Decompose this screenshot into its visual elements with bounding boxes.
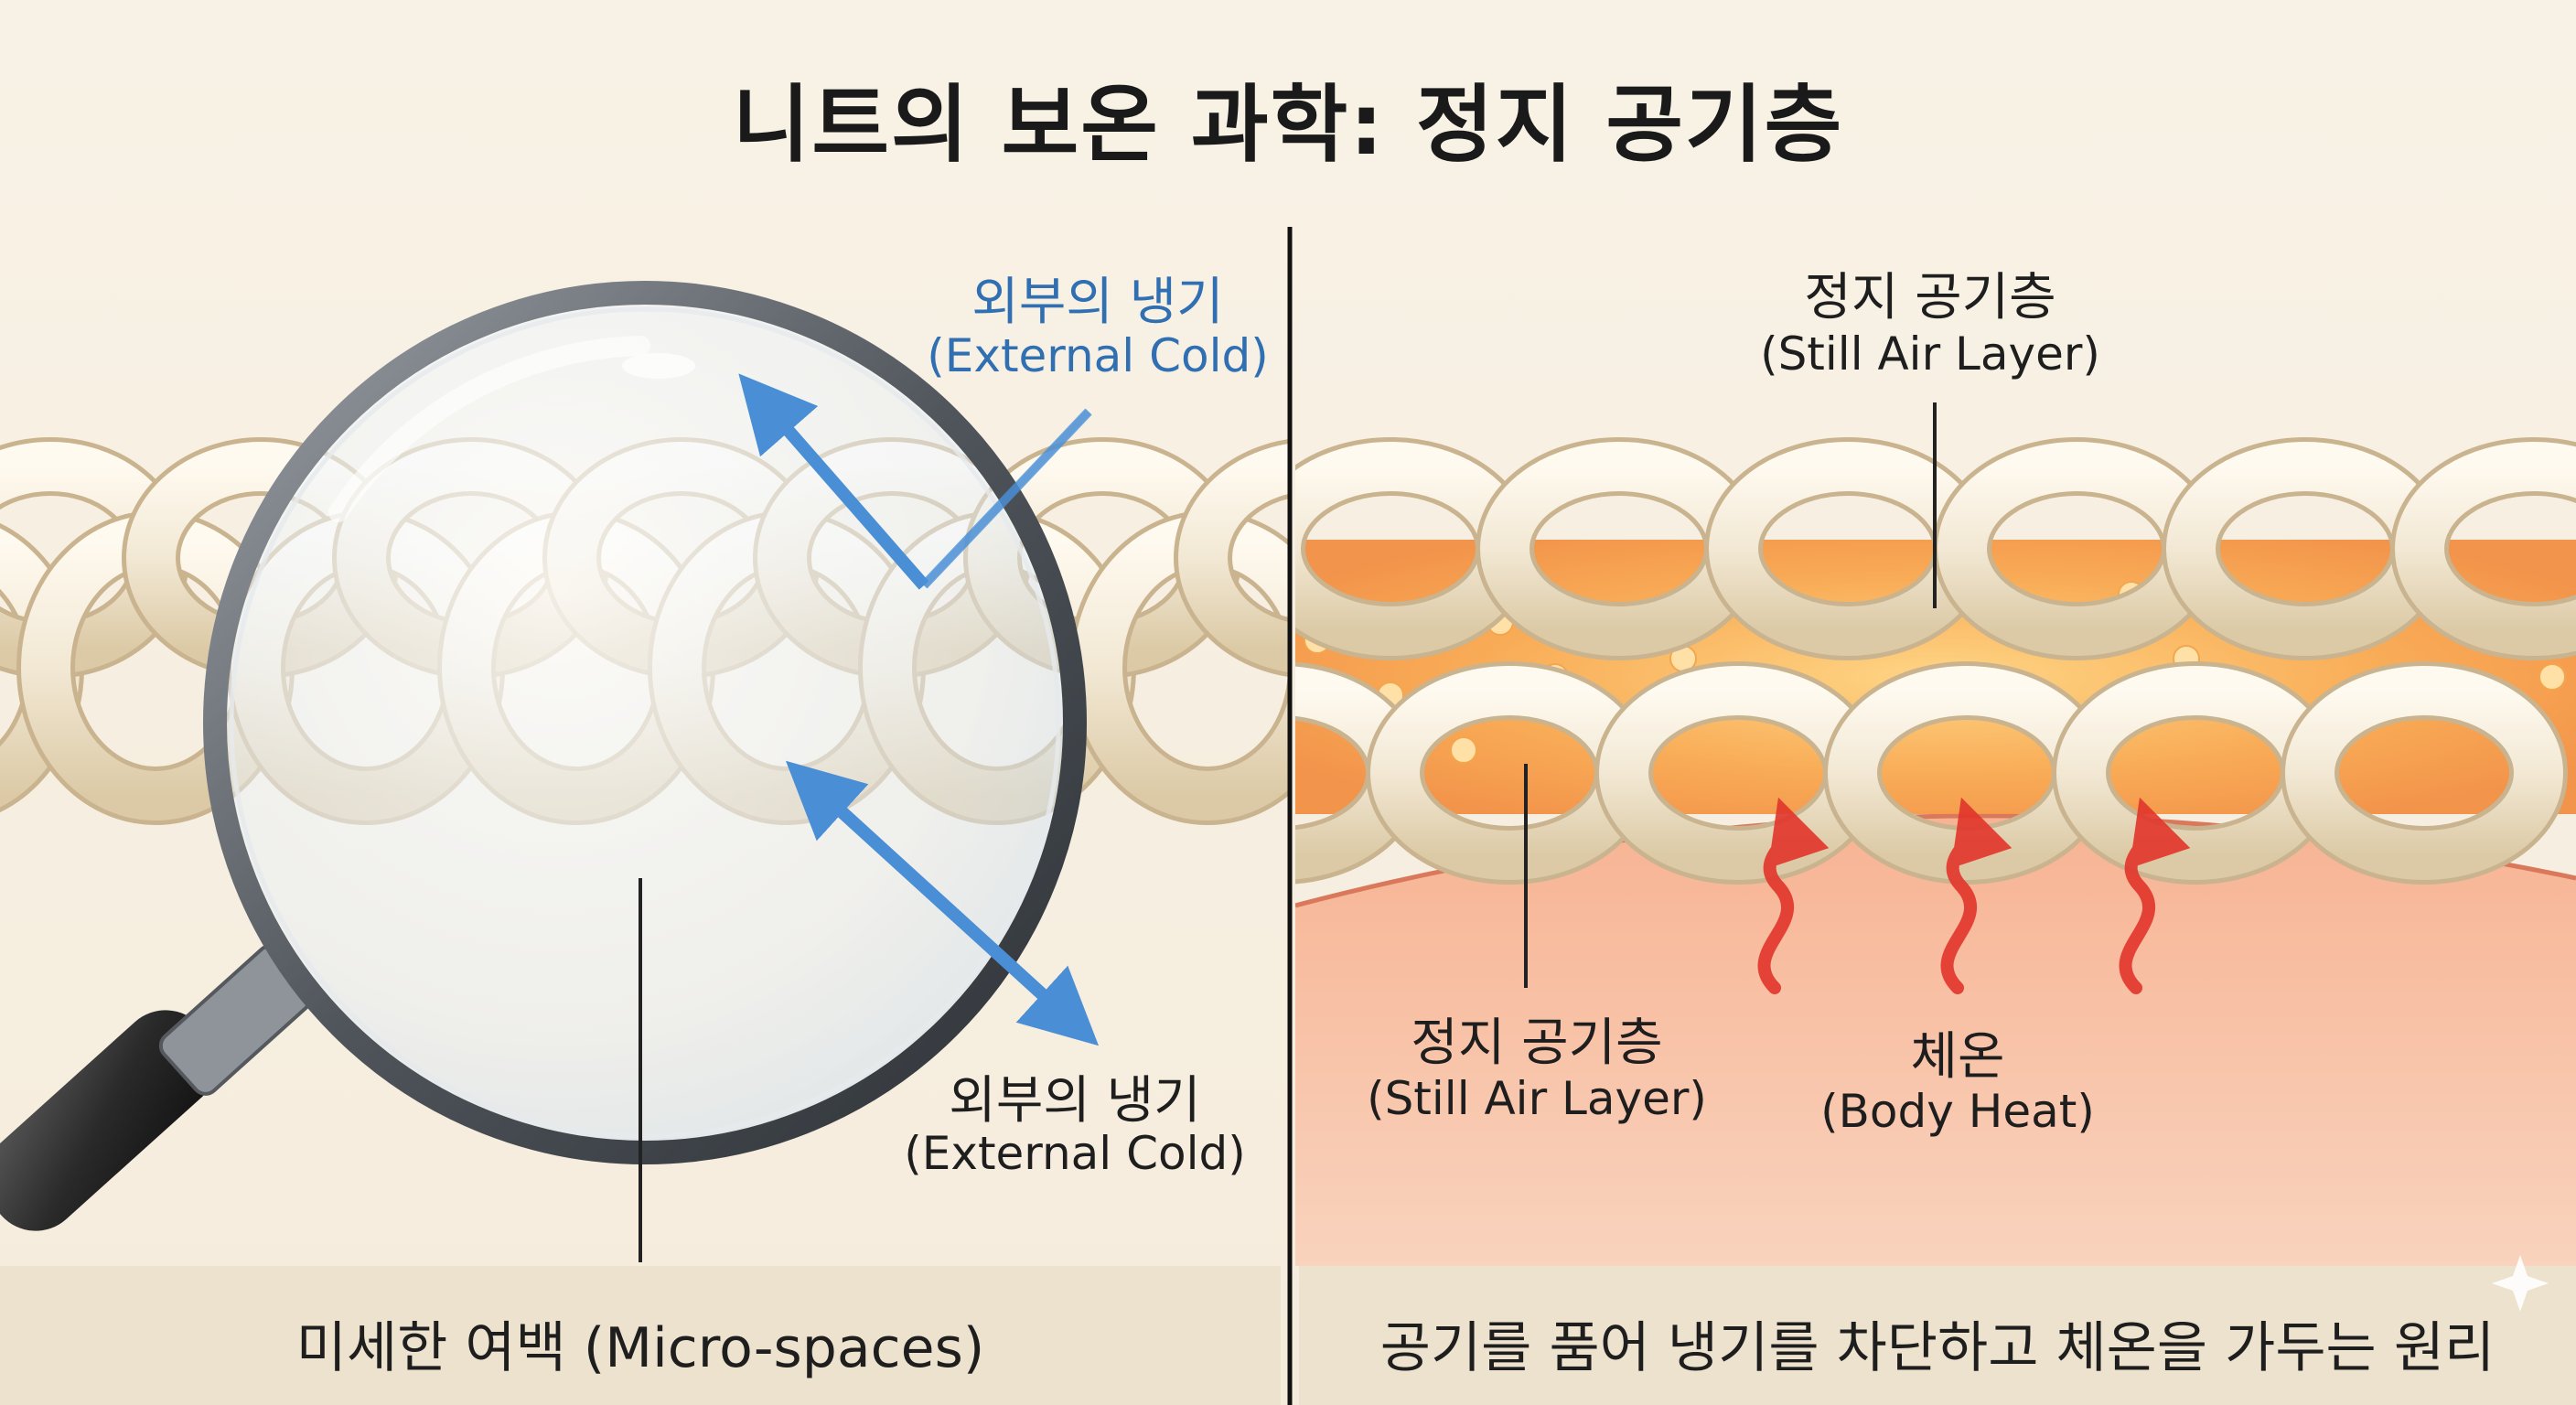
sparkle-icon	[2492, 1255, 2549, 1312]
still-air-top-label-en: (Still Air Layer)	[1760, 327, 2100, 381]
still-air-top-label-ko: 정지 공기층	[1804, 268, 2056, 327]
right-knit-band	[1295, 437, 2576, 1266]
air-bubble	[1450, 736, 1477, 764]
principle-caption: 공기를 품어 냉기를 차단하고 체온을 가두는 원리	[1379, 1316, 2496, 1380]
cold-bottom-label-ko: 외부의 냉기	[949, 1071, 1201, 1131]
knit-loop-yarn	[2285, 666, 2563, 880]
page-title: 니트의 보온 과학: 정지 공기층	[732, 76, 1844, 174]
cold-bottom-label-en: (External Cold)	[904, 1127, 1246, 1180]
heat-wave-arrow-icon	[1757, 797, 2191, 994]
knit-loop-yarn	[1178, 444, 1288, 672]
cold-top-label-ko: 외부의 냉기	[971, 273, 1224, 332]
micro-spaces-caption: 미세한 여백 (Micro-spaces)	[295, 1316, 985, 1380]
cold-arrow-icon	[738, 373, 1100, 1046]
body-heat-label-en: (Body Heat)	[1820, 1085, 2095, 1138]
knit-loop-yarn	[2395, 442, 2576, 656]
still-air-bottom-label-en: (Still Air Layer)	[1367, 1072, 1707, 1125]
still-air-bottom-label-ko: 정지 공기층	[1411, 1014, 1663, 1073]
right-caption-band	[1299, 1266, 2576, 1405]
skin-surface	[1295, 815, 2576, 1266]
cold-top-label-en: (External Cold)	[927, 329, 1269, 382]
left-caption-band	[0, 1266, 1281, 1405]
air-bubble	[2538, 663, 2566, 691]
body-heat-label-ko: 체온	[1910, 1027, 2005, 1087]
